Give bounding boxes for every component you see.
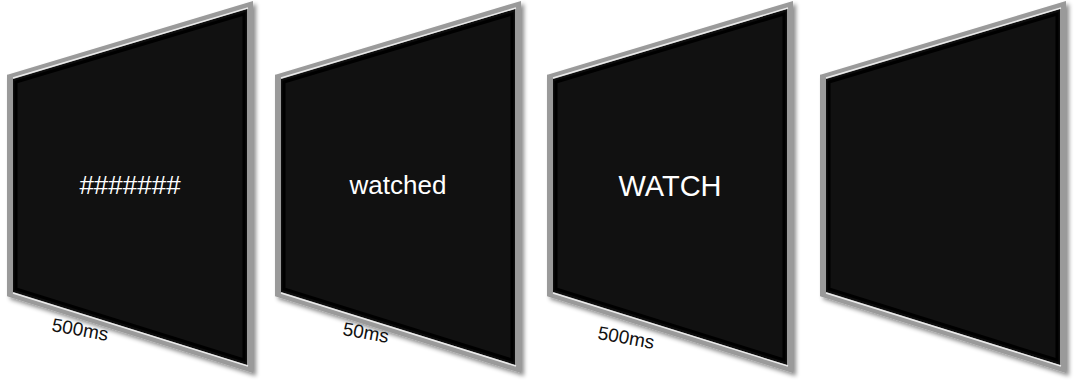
screen-panel: WATCH [545, 2, 797, 374]
screen-panel: watched [273, 2, 525, 374]
stimulus-text: watched [278, 170, 518, 201]
stimulus-text: WATCH [550, 170, 790, 203]
screen-panel: ####### [5, 2, 257, 374]
stimulus-text: ####### [10, 170, 250, 201]
blank-screen [823, 5, 1063, 369]
